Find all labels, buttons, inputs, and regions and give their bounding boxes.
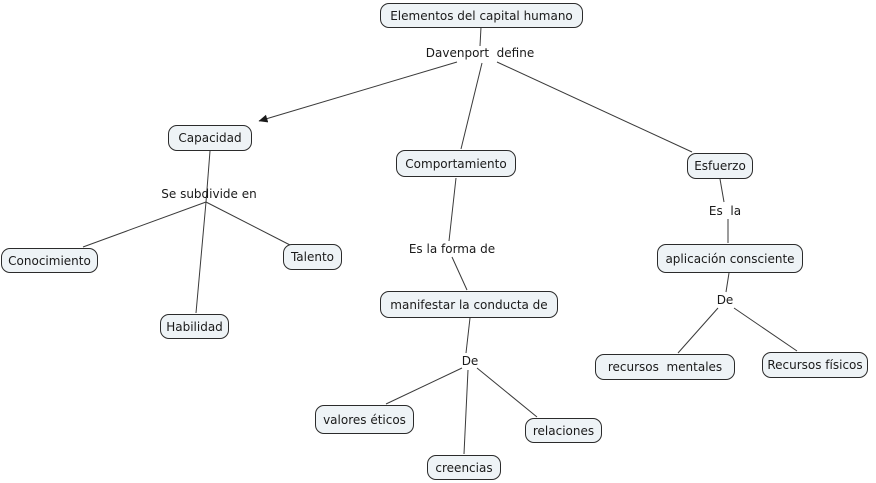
node-creencias[interactable]: creencias <box>427 455 501 480</box>
linking-phrase-es-la-forma-de[interactable]: Es la forma de <box>408 242 496 256</box>
linking-phrase-se-subdivide-en[interactable]: Se subdivide en <box>161 187 257 201</box>
node-habilidad[interactable]: Habilidad <box>160 314 229 339</box>
node-valores-eticos[interactable]: valores éticos <box>315 405 414 434</box>
node-comportamiento[interactable]: Comportamiento <box>396 150 516 177</box>
edge-davenport-to-comportamiento <box>460 62 483 150</box>
edge-comportamiento-to-formade <box>448 177 457 242</box>
linking-phrase-es-la[interactable]: Es la <box>708 204 742 218</box>
edge-subdivide-to-conocimiento <box>82 201 207 248</box>
linking-phrase-de-conducta[interactable]: De <box>461 354 479 368</box>
edge-aplicacion-to-de <box>725 272 730 293</box>
edge-capacidad-to-subdivide <box>205 150 211 203</box>
node-relaciones[interactable]: relaciones <box>525 418 602 443</box>
edge-root-to-davenport <box>479 26 482 47</box>
node-capacidad[interactable]: Capacidad <box>168 125 252 151</box>
edge-davenport-to-esfuerzo <box>496 61 693 153</box>
node-elementos-del-capital-humano[interactable]: Elementos del capital humano <box>380 3 583 28</box>
edge-de-to-valores <box>385 367 463 405</box>
edge-manifestar-to-de <box>465 317 471 354</box>
edge-de-to-recursos-fisicos <box>733 307 798 352</box>
linking-phrase-de-aplicacion[interactable]: De <box>716 293 734 307</box>
node-recursos-mentales[interactable]: recursos mentales <box>595 354 735 380</box>
edge-subdivide-to-talento <box>205 201 291 246</box>
edge-de-to-recursos-mentales <box>677 307 719 354</box>
edge-subdivide-to-habilidad <box>195 201 207 314</box>
edge-formade-to-manifestar <box>451 256 468 291</box>
edge-de-to-creencias <box>463 369 469 455</box>
edge-de-to-relaciones <box>476 367 538 418</box>
node-aplicacion-consciente[interactable]: aplicación consciente <box>657 244 803 273</box>
node-conocimiento[interactable]: Conocimiento <box>1 248 98 273</box>
edge-davenport-to-capacidad <box>258 61 458 123</box>
node-recursos-fisicos[interactable]: Recursos físicos <box>762 352 868 378</box>
node-manifestar-la-conducta-de[interactable]: manifestar la conducta de <box>380 291 558 318</box>
linking-phrase-davenport-define[interactable]: Davenport define <box>425 46 535 60</box>
node-talento[interactable]: Talento <box>283 244 342 270</box>
edge-esfuerzo-to-esla <box>719 178 725 203</box>
node-esfuerzo[interactable]: Esfuerzo <box>687 153 753 179</box>
